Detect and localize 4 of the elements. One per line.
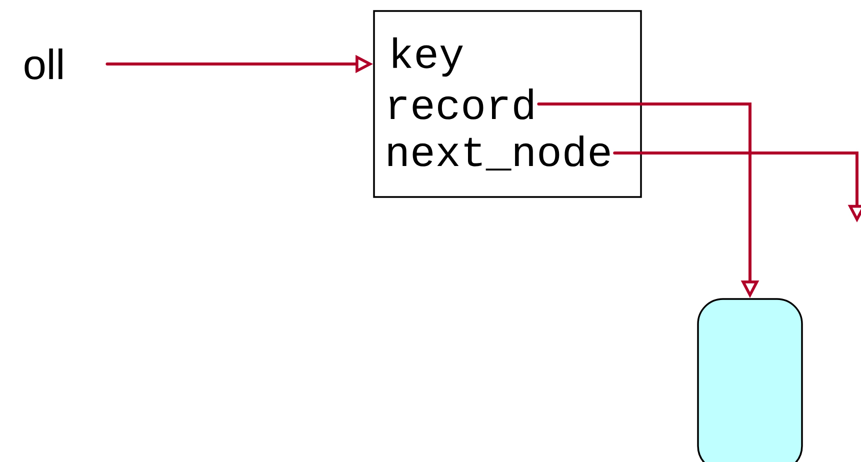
field-name: next_node — [388, 135, 610, 171]
rounded-box — [697, 298, 803, 462]
field-name: record — [390, 88, 533, 120]
pointer-label: oll — [24, 48, 62, 80]
